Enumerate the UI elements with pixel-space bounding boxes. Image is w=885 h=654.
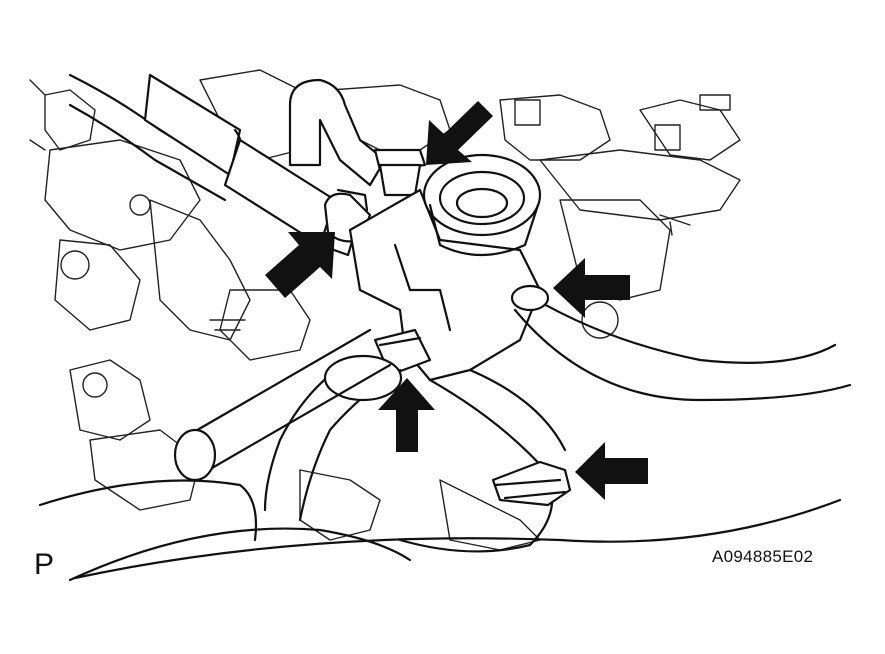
right-hose	[510, 284, 852, 402]
callout-arrow	[265, 232, 335, 298]
upper-left-hose	[68, 73, 362, 257]
upper-clamp	[373, 148, 427, 197]
lower-pipe	[173, 328, 392, 482]
upper-loop-hose	[288, 78, 387, 187]
bottom-left-hose	[38, 479, 412, 582]
bottom-hose	[398, 368, 572, 553]
frame-curve	[73, 498, 842, 580]
callout-arrow	[553, 258, 630, 318]
callout-arrow	[378, 378, 435, 452]
lower-left-hose	[263, 354, 403, 522]
callout-arrow	[575, 442, 648, 500]
filler-neck	[422, 153, 542, 257]
view-letter: P	[34, 548, 55, 581]
callout-arrows	[265, 101, 648, 500]
figure-code: A094885E02	[712, 547, 814, 566]
callout-arrow	[426, 101, 493, 165]
